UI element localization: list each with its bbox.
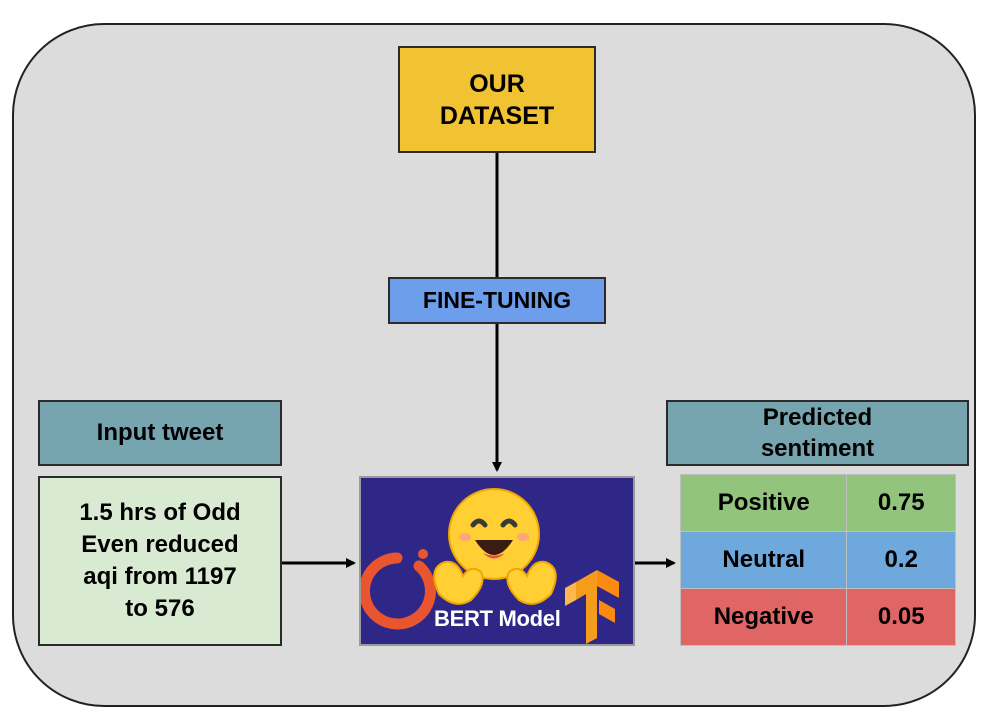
tweet-line: aqi from 1197 — [83, 563, 237, 590]
predicted-sentiment-line1: Predicted — [762, 404, 873, 431]
sentiment-row-positive: Positive 0.75 — [679, 474, 956, 532]
fine-tuning-label: FINE-TUNING — [422, 287, 572, 313]
sentiment-label-negative: Negative — [679, 588, 848, 646]
sentiment-row-negative: Negative 0.05 — [679, 588, 956, 646]
pytorch-logo-icon — [361, 549, 436, 630]
sentiment-label-positive: Positive — [679, 474, 848, 532]
input-tweet-header: Input tweet — [38, 400, 282, 466]
sentiment-value-positive: 0.75 — [846, 474, 956, 532]
sentiment-label-neutral: Neutral — [679, 531, 848, 589]
tweet-line: 1.5 hrs of Odd — [79, 499, 241, 526]
input-tweet-header-label: Input tweet — [96, 419, 224, 446]
sentiment-value-neutral: 0.2 — [846, 531, 956, 589]
predicted-sentiment-header: Predicted sentiment — [666, 400, 969, 466]
predicted-sentiment-line2: sentiment — [760, 435, 875, 462]
our-dataset-box: OUR DATASET — [398, 46, 596, 153]
tensorflow-logo-icon — [565, 570, 619, 644]
bert-model-label: BERT Model — [434, 606, 561, 631]
sentiment-row-neutral: Neutral 0.2 — [679, 531, 956, 589]
hugging-face-icon — [433, 488, 557, 605]
fine-tuning-box: FINE-TUNING — [388, 277, 606, 324]
tweet-line: to 576 — [125, 595, 195, 622]
tweet-line: Even reduced — [81, 531, 239, 558]
sentiment-value-negative: 0.05 — [846, 588, 956, 646]
input-tweet-text-box: 1.5 hrs of Odd Even reduced aqi from 119… — [38, 476, 282, 646]
bert-model-box: BERT Model — [359, 476, 635, 646]
dataset-label-line2: DATASET — [439, 101, 555, 130]
dataset-label-line1: OUR — [469, 69, 525, 98]
sentiment-table: Positive 0.75 Neutral 0.2 Negative 0.05 — [679, 474, 956, 646]
